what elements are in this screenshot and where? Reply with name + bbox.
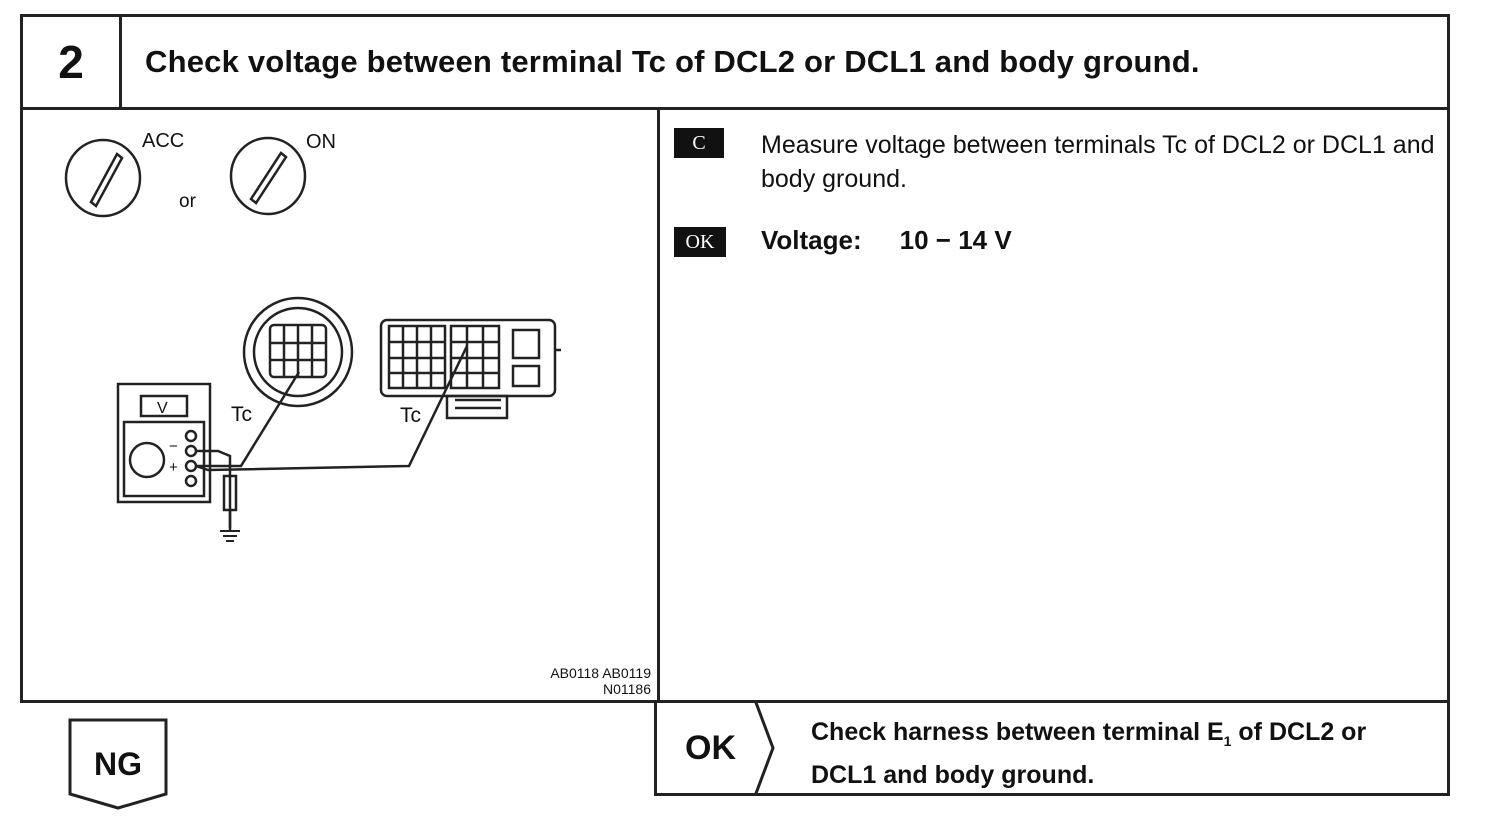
ok-chevron-icon bbox=[753, 700, 775, 796]
figure-code-line1: AB0118 AB0119 bbox=[550, 665, 651, 681]
ok-label: OK bbox=[685, 728, 736, 767]
meter-plus-label: + bbox=[169, 459, 178, 476]
ng-label: NG bbox=[94, 746, 142, 782]
dcl2-connector-icon bbox=[242, 296, 354, 408]
test-leads bbox=[195, 345, 469, 530]
instruction-pane: C Measure voltage between terminals Tc o… bbox=[660, 110, 1447, 700]
ok-text-part2: of DCL2 or DCL1 and body ground. bbox=[811, 718, 1367, 789]
switch-or-label: or bbox=[179, 191, 197, 212]
ng-pentagon-icon bbox=[68, 718, 168, 810]
meter-minus-label: − bbox=[169, 438, 178, 455]
voltage-label: Voltage: bbox=[761, 225, 862, 255]
step-body: ACC or ON bbox=[20, 107, 1450, 703]
ignition-key-acc-icon bbox=[64, 138, 142, 218]
ok-text-subscript: 1 bbox=[1223, 733, 1232, 749]
switch-acc-label: ACC bbox=[142, 130, 184, 152]
tc-right-label: Tc bbox=[400, 404, 421, 427]
ok-action-text: Check harness between terminal E1 of DCL… bbox=[811, 715, 1431, 792]
ignition-key-on-icon bbox=[229, 136, 307, 216]
voltage-spec: Voltage: 10 − 14 V bbox=[761, 225, 1012, 256]
switch-on-label: ON bbox=[306, 131, 336, 153]
ok-result-box: OK Check harness between terminal E1 of … bbox=[654, 700, 1450, 796]
measure-instruction: Measure voltage between terminals Tc of … bbox=[761, 131, 1435, 193]
step-title: Check voltage between terminal Tc of DCL… bbox=[145, 44, 1200, 79]
tc-left-label: Tc bbox=[231, 403, 252, 426]
meter-v-label: V bbox=[157, 400, 168, 417]
ng-result-marker: NG bbox=[68, 718, 168, 810]
ok-badge: OK bbox=[674, 227, 726, 257]
dcl1-connector-icon bbox=[379, 318, 561, 420]
step-header: 2 Check voltage between terminal Tc of D… bbox=[20, 14, 1450, 110]
wiring-diagram: ACC or ON bbox=[64, 130, 561, 542]
ok-text-part1: Check harness between terminal E bbox=[811, 718, 1224, 746]
step-number: 2 bbox=[23, 17, 122, 107]
voltage-value: 10 − 14 V bbox=[899, 225, 1012, 255]
figure-code-line2: N01186 bbox=[602, 681, 651, 697]
diagram-pane: ACC or ON bbox=[23, 110, 660, 700]
ground-icon bbox=[220, 530, 240, 542]
check-badge: C bbox=[674, 128, 724, 158]
